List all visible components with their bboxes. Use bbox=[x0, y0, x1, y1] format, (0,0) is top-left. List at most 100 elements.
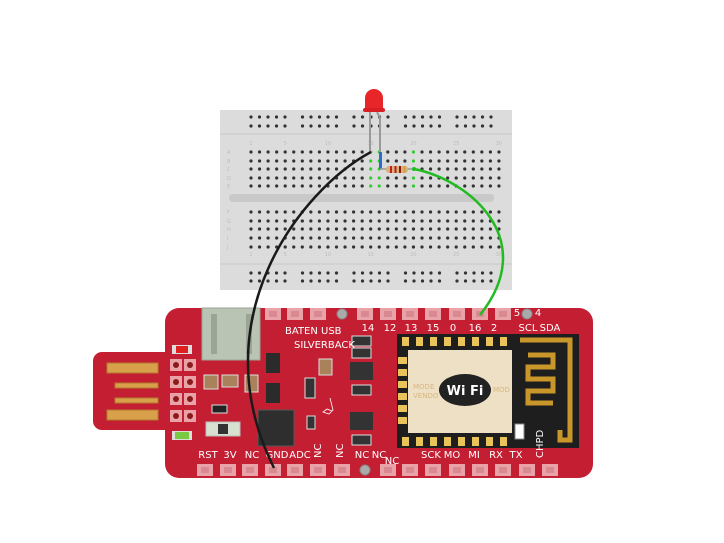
breadboard-hole[interactable] bbox=[480, 167, 484, 171]
breadboard-hole[interactable] bbox=[488, 159, 492, 163]
breadboard-hole[interactable] bbox=[386, 184, 390, 188]
breadboard-hole[interactable] bbox=[360, 219, 364, 223]
breadboard-hole[interactable] bbox=[292, 184, 296, 188]
breadboard-hole[interactable] bbox=[317, 167, 321, 171]
breadboard-hole[interactable] bbox=[471, 176, 475, 180]
breadboard-hole[interactable] bbox=[360, 167, 364, 171]
breadboard-hole[interactable] bbox=[471, 159, 475, 163]
rail-hole[interactable] bbox=[420, 124, 425, 128]
breadboard-hole[interactable] bbox=[488, 150, 492, 154]
breadboard-hole[interactable] bbox=[428, 184, 433, 188]
breadboard-hole[interactable] bbox=[428, 210, 433, 214]
breadboard-hole[interactable] bbox=[352, 236, 356, 240]
breadboard-hole[interactable] bbox=[437, 150, 441, 154]
breadboard-hole[interactable] bbox=[386, 210, 390, 214]
breadboard-hole[interactable] bbox=[480, 227, 484, 231]
breadboard-hole[interactable] bbox=[283, 167, 287, 171]
breadboard-hole[interactable] bbox=[403, 176, 407, 180]
breadboard-hole[interactable] bbox=[309, 150, 313, 154]
breadboard-hole[interactable] bbox=[488, 245, 492, 249]
breadboard-hole[interactable] bbox=[420, 219, 424, 223]
breadboard-hole[interactable] bbox=[352, 184, 356, 188]
breadboard-hole[interactable] bbox=[300, 236, 304, 240]
breadboard-hole[interactable] bbox=[317, 159, 321, 163]
breadboard-hole[interactable] bbox=[300, 184, 304, 188]
rail-hole[interactable] bbox=[249, 124, 253, 128]
rail-hole[interactable] bbox=[437, 271, 442, 275]
breadboard-hole[interactable] bbox=[411, 236, 416, 240]
breadboard-hole[interactable] bbox=[454, 159, 458, 163]
breadboard-hole[interactable] bbox=[377, 219, 381, 223]
breadboard-hole[interactable] bbox=[257, 176, 262, 180]
breadboard-hole[interactable] bbox=[266, 150, 270, 154]
rail-hole[interactable] bbox=[309, 124, 313, 128]
breadboard-hole[interactable] bbox=[352, 245, 356, 249]
breadboard-hole[interactable] bbox=[403, 227, 407, 231]
breadboard-hole[interactable] bbox=[437, 236, 441, 240]
breadboard-hole[interactable] bbox=[352, 219, 356, 223]
rail-hole[interactable] bbox=[429, 279, 433, 283]
breadboard-hole[interactable] bbox=[326, 150, 330, 154]
breadboard-hole[interactable] bbox=[360, 236, 364, 240]
breadboard-hole[interactable] bbox=[411, 184, 416, 188]
breadboard-hole[interactable] bbox=[343, 150, 347, 154]
breadboard-hole[interactable] bbox=[463, 245, 467, 249]
breadboard-hole[interactable] bbox=[480, 184, 484, 188]
breadboard-hole[interactable] bbox=[343, 210, 347, 214]
rail-hole[interactable] bbox=[283, 279, 287, 283]
breadboard-hole[interactable] bbox=[394, 210, 398, 214]
rail-hole[interactable] bbox=[334, 271, 339, 275]
breadboard-hole[interactable] bbox=[292, 245, 296, 249]
breadboard-hole[interactable] bbox=[360, 184, 364, 188]
breadboard-hole[interactable] bbox=[369, 219, 373, 223]
led[interactable] bbox=[363, 89, 385, 169]
rail-hole[interactable] bbox=[360, 124, 365, 128]
breadboard-hole[interactable] bbox=[343, 236, 347, 240]
breadboard-hole[interactable] bbox=[497, 150, 501, 154]
breadboard-hole[interactable] bbox=[292, 159, 296, 163]
breadboard-hole[interactable] bbox=[266, 184, 270, 188]
breadboard-hole[interactable] bbox=[317, 150, 321, 154]
breadboard-hole[interactable] bbox=[343, 245, 347, 249]
breadboard-hole[interactable] bbox=[394, 150, 398, 154]
breadboard-hole[interactable] bbox=[394, 236, 398, 240]
breadboard-hole[interactable] bbox=[488, 236, 492, 240]
breadboard-hole[interactable] bbox=[488, 184, 492, 188]
rail-hole[interactable] bbox=[386, 271, 390, 275]
rail-hole[interactable] bbox=[326, 279, 330, 283]
rail-hole[interactable] bbox=[274, 124, 279, 128]
breadboard-hole[interactable] bbox=[403, 150, 407, 154]
breadboard-hole[interactable] bbox=[488, 176, 492, 180]
breadboard-hole[interactable] bbox=[249, 184, 253, 188]
breadboard-hole[interactable] bbox=[275, 210, 279, 214]
breadboard-hole[interactable] bbox=[334, 219, 339, 223]
breadboard-hole[interactable] bbox=[394, 227, 398, 231]
breadboard-hole[interactable] bbox=[437, 184, 441, 188]
breadboard-hole[interactable] bbox=[377, 210, 381, 214]
breadboard-hole[interactable] bbox=[428, 236, 433, 240]
rail-hole[interactable] bbox=[317, 115, 322, 119]
breadboard-hole[interactable] bbox=[334, 245, 339, 249]
breadboard-hole[interactable] bbox=[343, 184, 347, 188]
breadboard-hole[interactable] bbox=[249, 227, 253, 231]
gnd-wire[interactable] bbox=[246, 150, 372, 469]
rail-hole[interactable] bbox=[257, 115, 262, 119]
rail-hole[interactable] bbox=[480, 124, 485, 128]
breadboard-hole[interactable] bbox=[275, 184, 279, 188]
breadboard-hole[interactable] bbox=[386, 219, 390, 223]
breadboard-hole[interactable] bbox=[480, 245, 484, 249]
breadboard-hole[interactable] bbox=[488, 167, 492, 171]
breadboard-hole[interactable] bbox=[497, 176, 501, 180]
breadboard-hole[interactable] bbox=[480, 236, 484, 240]
breadboard-hole[interactable] bbox=[292, 236, 296, 240]
breadboard-hole[interactable] bbox=[360, 210, 364, 214]
rail-hole[interactable] bbox=[352, 115, 356, 119]
rail-hole[interactable] bbox=[283, 115, 287, 119]
breadboard-hole[interactable] bbox=[394, 219, 398, 223]
rail-hole[interactable] bbox=[334, 124, 339, 128]
breadboard-hole[interactable] bbox=[420, 159, 424, 163]
breadboard-hole[interactable] bbox=[446, 159, 450, 163]
breadboard-hole[interactable] bbox=[463, 219, 467, 223]
rail-hole[interactable] bbox=[369, 271, 373, 275]
breadboard-hole[interactable] bbox=[326, 159, 330, 163]
